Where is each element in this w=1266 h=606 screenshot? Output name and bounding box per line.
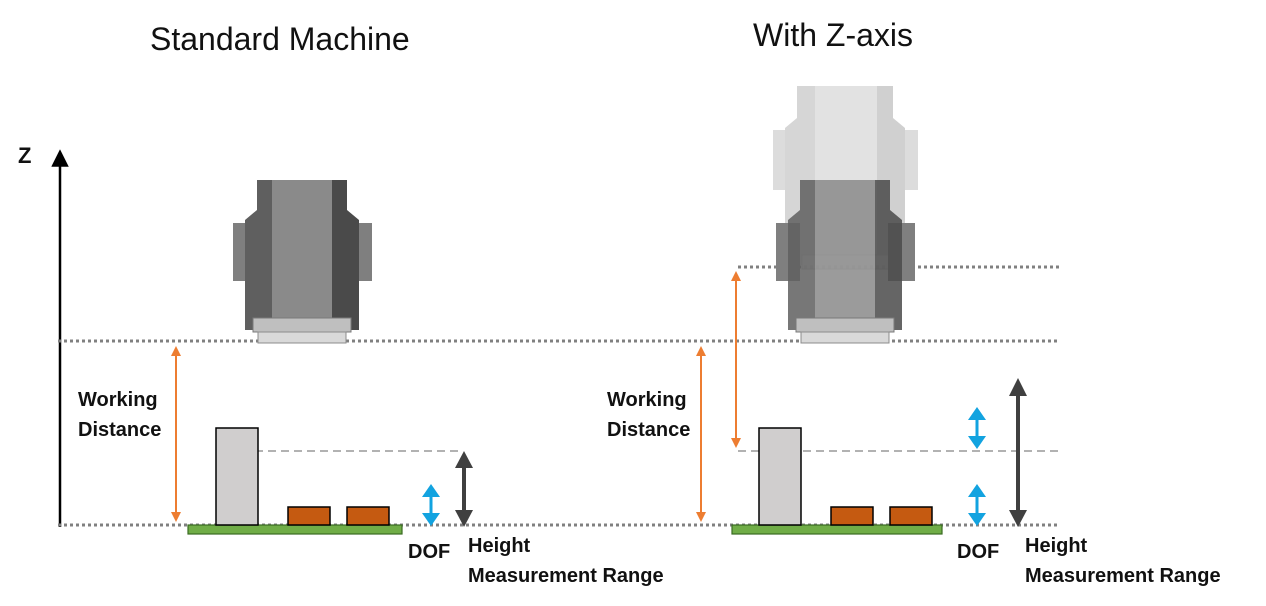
dof-arrow-right-upper <box>968 407 986 449</box>
height-range-label-left-line2: Measurement Range <box>468 565 664 587</box>
z-axis-label: Z <box>18 143 31 168</box>
working-distance-label-right-line2: Distance <box>607 419 690 441</box>
height-range-arrow-left <box>455 451 473 527</box>
tall-component-left <box>215 427 259 526</box>
dof-label-left: DOF <box>408 541 450 563</box>
working-distance-label-left-line1: Working <box>78 389 158 411</box>
height-range-label-left-line1: Height <box>468 535 531 557</box>
reference-lines <box>58 265 1060 527</box>
title-with-z-axis: With Z-axis <box>753 17 913 53</box>
dof-arrow-right-lower <box>968 484 986 526</box>
dof-arrow-left <box>422 484 440 526</box>
height-range-arrow-right <box>1009 378 1027 527</box>
pcb-left <box>187 427 403 535</box>
height-range-label-right-line2: Measurement Range <box>1025 565 1221 587</box>
camera-right <box>776 180 915 344</box>
chip-left-1 <box>287 506 331 526</box>
height-range-label-right-line1: Height <box>1025 535 1088 557</box>
tall-component-right <box>758 427 802 526</box>
chip-right-1 <box>830 506 874 526</box>
chip-left-2 <box>346 506 390 526</box>
title-standard-machine: Standard Machine <box>150 21 410 57</box>
z-axis: Z <box>18 143 69 527</box>
chip-right-2 <box>889 506 933 526</box>
working-distance-label-left-line2: Distance <box>78 419 161 441</box>
pcb-right <box>731 427 943 535</box>
dof-label-right: DOF <box>957 541 999 563</box>
camera-left <box>233 180 372 344</box>
working-distance-label-right-line1: Working <box>607 389 687 411</box>
